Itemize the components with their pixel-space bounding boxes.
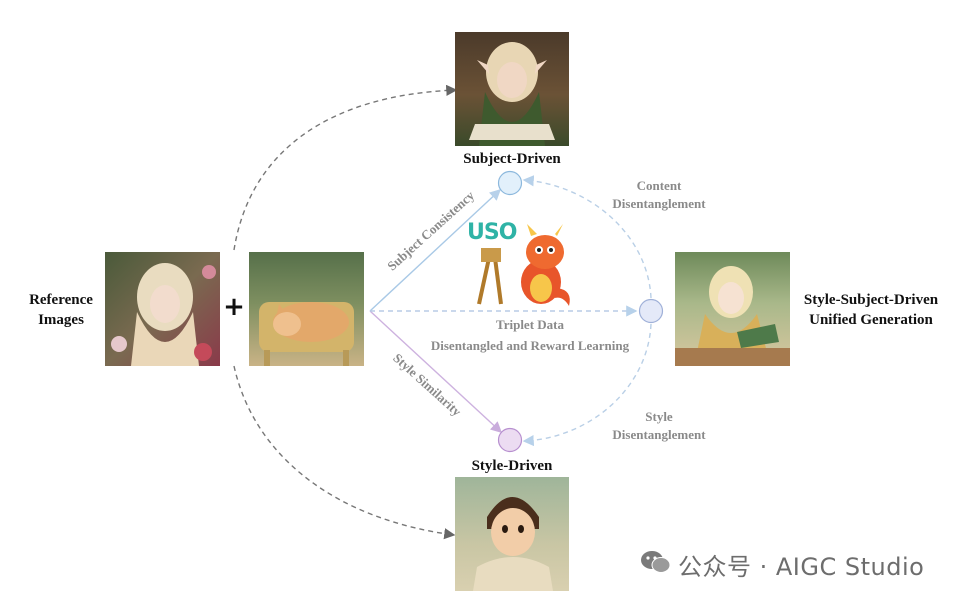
subject-driven-label: Subject-Driven [463,151,561,167]
style-disentanglement-label: Style Disentanglement [612,409,706,442]
triplet-data-label: Triplet Data [496,317,564,332]
style-driven-image [455,477,569,591]
watermark-text: 公众号 · AIGC Studio [678,553,925,581]
arc-to-style [233,365,456,540]
unified-generation-label: Style-Subject-Driven Unified Generation [803,292,939,328]
arc-to-subject [233,84,458,251]
arc-style-disentanglement [522,323,652,447]
line-subject-consistency [369,189,502,312]
subject-driven-image [455,32,569,146]
unified-generation-image [675,252,790,366]
watermark: 公众号 · AIGC Studio [640,546,940,581]
wechat-icon [641,551,671,573]
subject-node [497,170,523,196]
uso-logo-text: USO [467,220,517,245]
reference-images-label: Reference Images [29,292,93,328]
style-node [497,427,523,453]
reference-image-elf [105,252,220,366]
line-style-similarity [369,310,503,433]
style-driven-label: Style-Driven [471,458,553,474]
arc-content-disentanglement [522,175,652,299]
unified-node [638,298,664,324]
uso-logo: USO [465,218,575,308]
disentangled-reward-label: Disentangled and Reward Learning [430,338,630,353]
reference-image-style [249,252,364,366]
plus-sign: + [223,292,245,322]
content-disentanglement-label: Content Disentanglement [612,178,706,211]
